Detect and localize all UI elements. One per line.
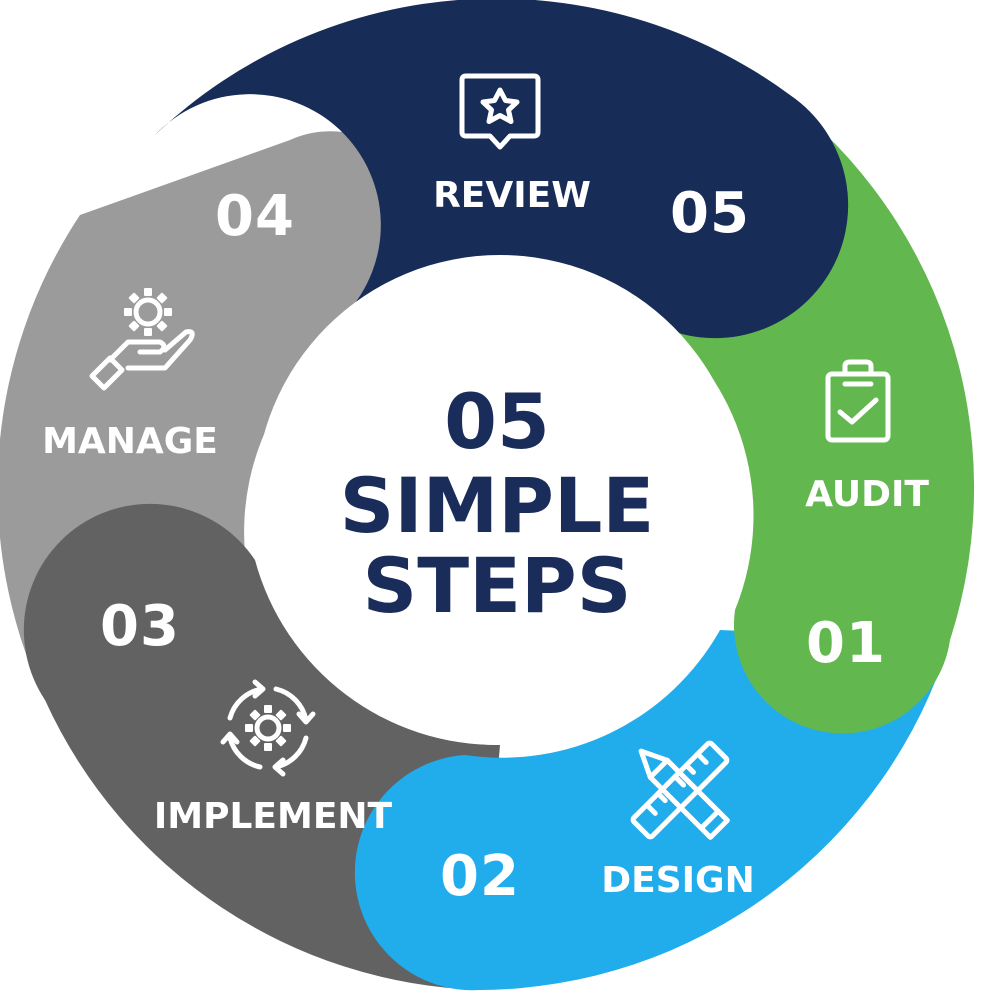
star-speech-bubble-icon [459,73,541,150]
step-label-design: DESIGN [601,860,754,901]
step-label-review: REVIEW [433,175,591,216]
center-line-1: 05 [444,377,550,466]
step-label-implement: IMPLEMENT [154,796,393,837]
step-label-manage: MANAGE [42,421,218,462]
clipboard-check-icon [825,359,891,443]
center-circle [255,255,745,745]
step-number-design: 02 [440,844,520,909]
segment-review [155,0,849,339]
pencil-ruler-icon [630,740,730,840]
step-number-implement: 03 [100,594,180,659]
center-line-2: SIMPLE [340,461,655,550]
step-number-review: 05 [670,181,750,246]
step-number-manage: 04 [215,184,295,249]
hand-gear-icon [89,288,195,391]
center-line-3: STEPS [363,541,632,630]
step-number-audit: 01 [806,611,886,676]
gear-cycle-icon [220,679,316,777]
step-label-audit: AUDIT [805,474,929,515]
